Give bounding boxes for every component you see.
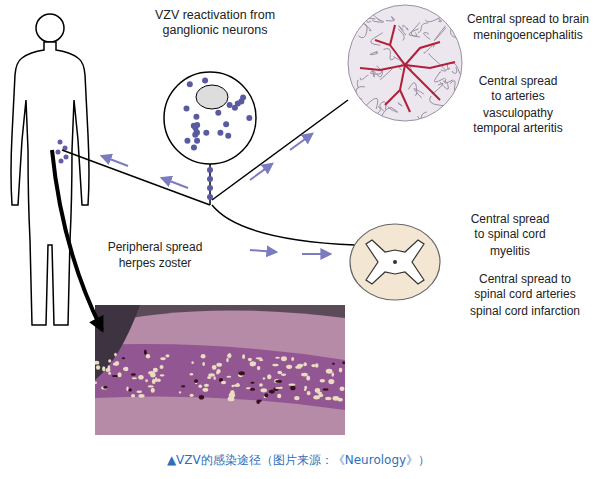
annotation-label: Central spread to brain <box>464 12 592 27</box>
pointer-arrow <box>52 150 102 330</box>
annotation-label: VZV reactivation from ganglionic neurons <box>140 8 290 38</box>
annotation-label: Central spread to spinal cord arteries <box>464 272 586 302</box>
nerve-branch <box>62 100 355 245</box>
brain-image <box>345 0 462 130</box>
annotation-label: myelitis <box>466 244 554 259</box>
spinal-cord-section <box>350 224 440 300</box>
annotation-label: herpes zoster <box>100 256 210 271</box>
annotation-label: spinal cord infarction <box>458 304 592 319</box>
annotation-label: Central spread to arteries <box>474 74 562 104</box>
annotation-label: meningoencephalitis <box>464 28 592 43</box>
figure-caption: ▲VZV的感染途径（图片来源：《Neurology》） <box>167 452 430 469</box>
annotation-label: Central spread to spinal cord <box>466 212 554 242</box>
rash-photo <box>95 305 345 435</box>
spread-arrow <box>102 134 330 254</box>
annotation-label: Peripheral spread <box>100 240 210 255</box>
body-outline <box>11 14 89 325</box>
annotation-label: vasculopathy temporal arteritis <box>466 106 570 136</box>
